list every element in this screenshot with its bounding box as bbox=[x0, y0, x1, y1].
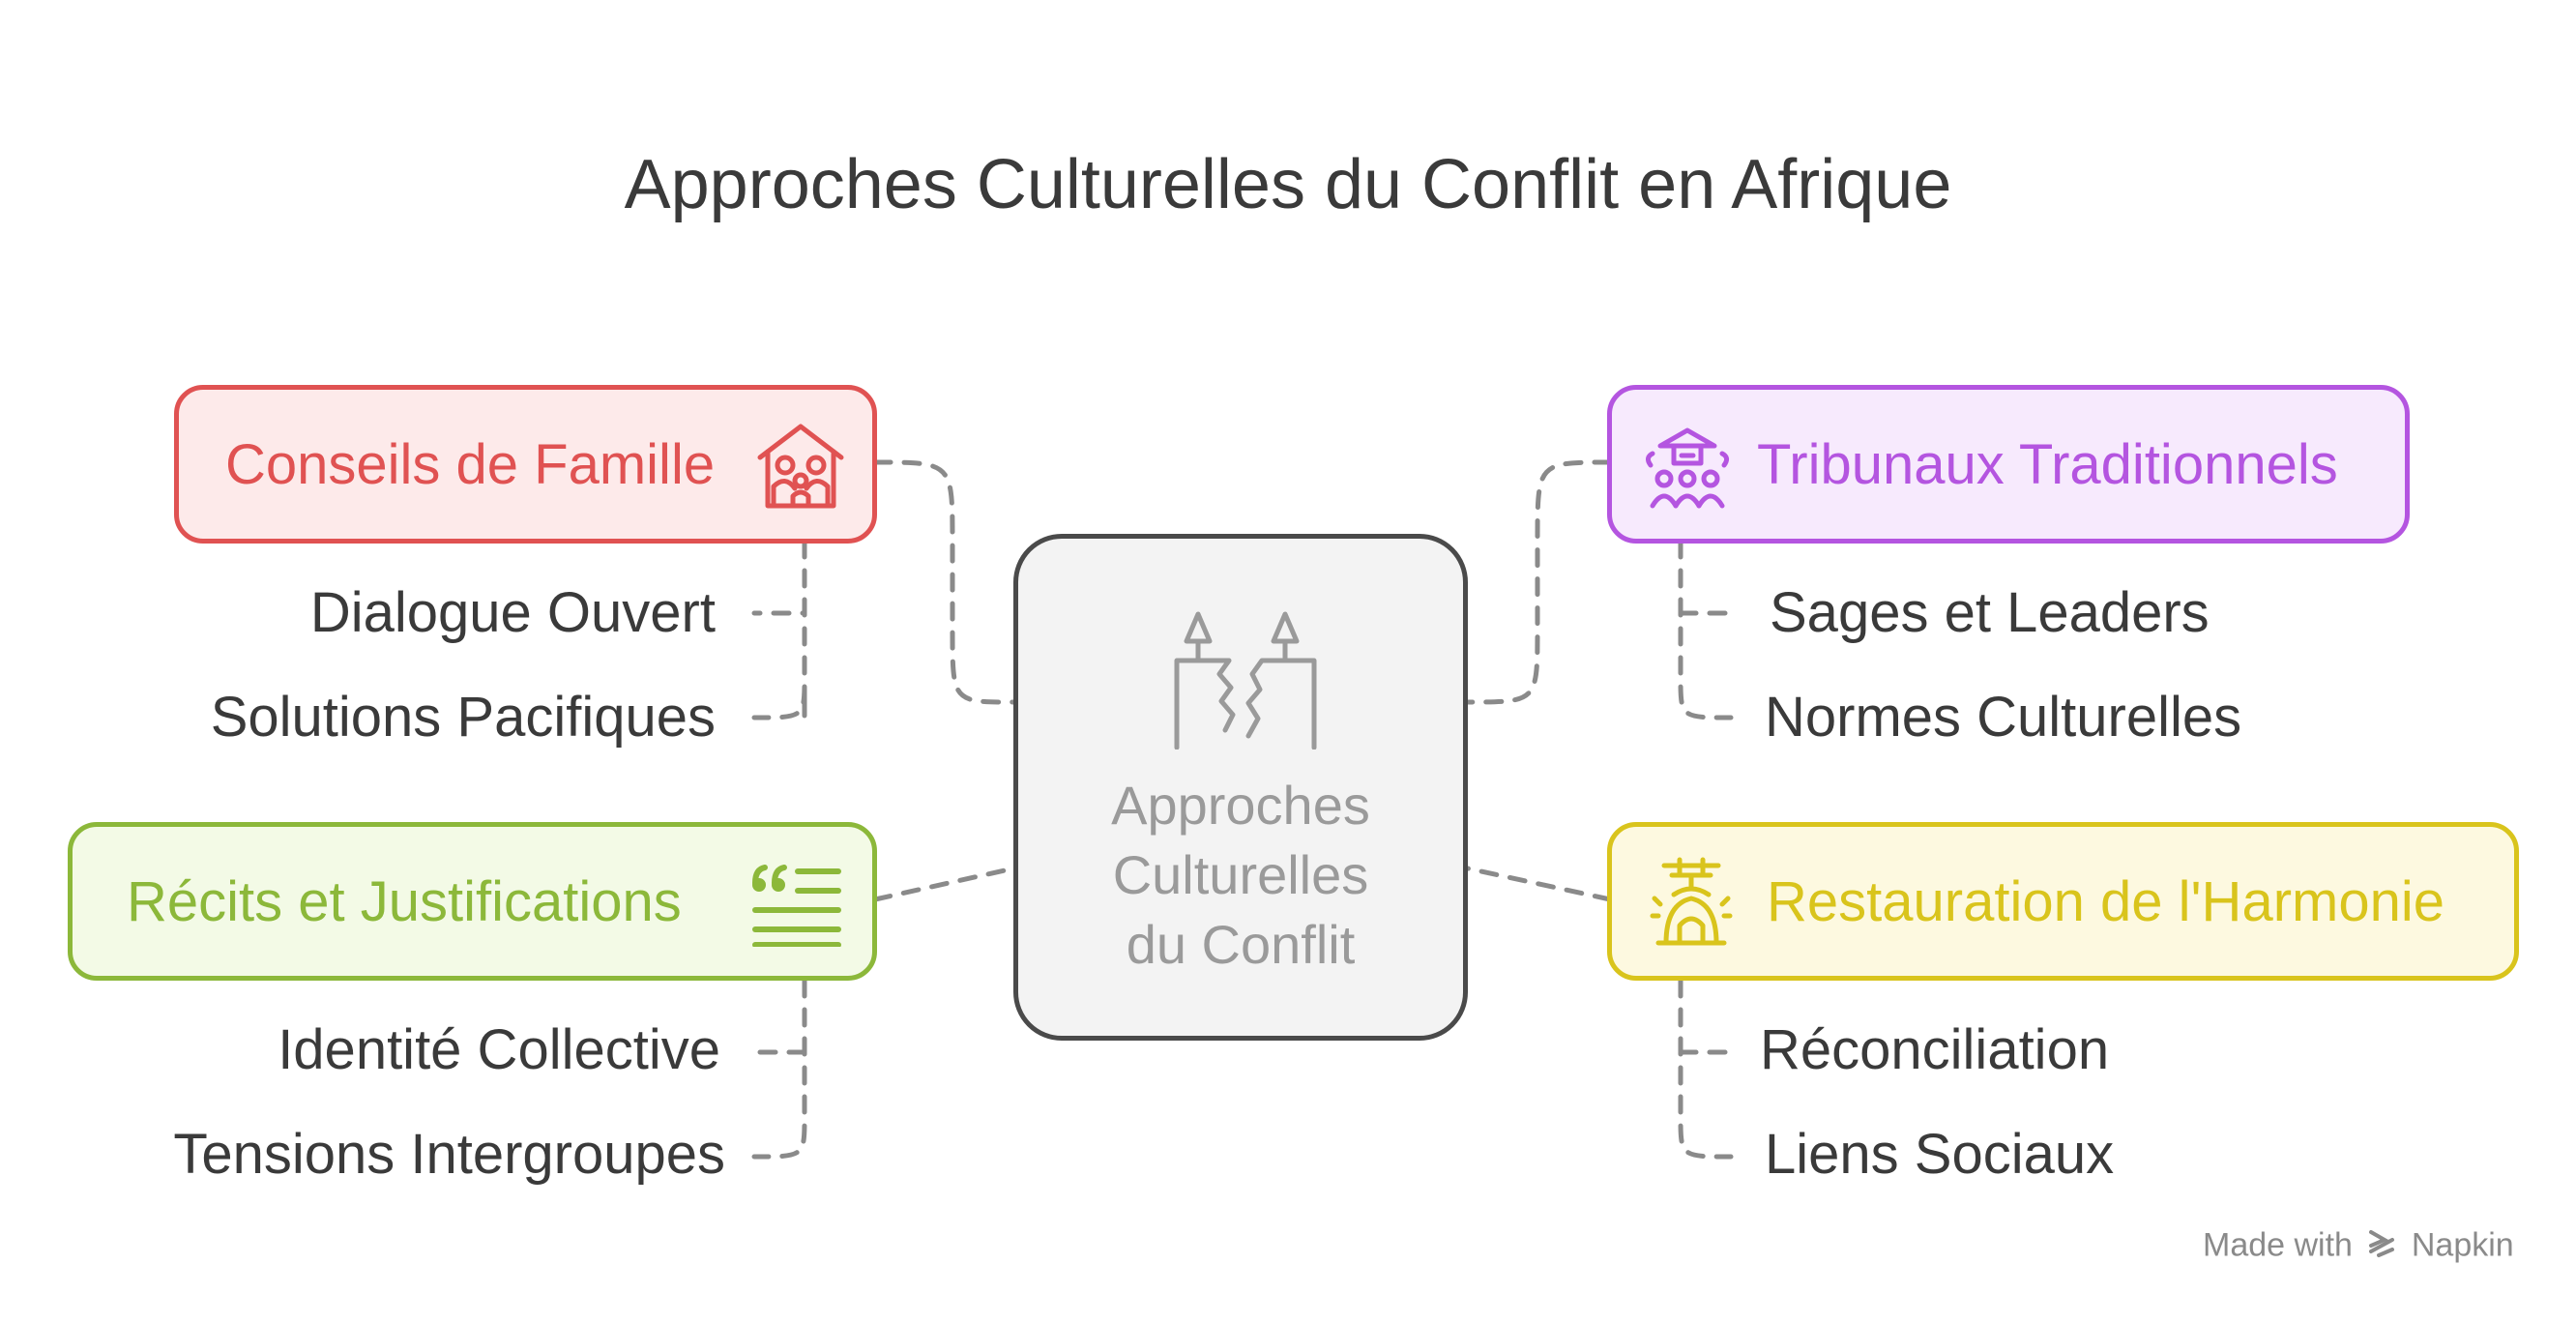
family-item-2: Solutions Pacifiques bbox=[210, 686, 716, 749]
central-topic-box: Approches Culturelles du Conflit bbox=[1013, 534, 1468, 1041]
tribunals-item-1: Sages et Leaders bbox=[1770, 581, 2210, 644]
harmony-item-1: Réconciliation bbox=[1760, 1018, 2110, 1081]
central-topic-line-1: Approches bbox=[1111, 775, 1370, 836]
connector-family bbox=[872, 459, 1016, 705]
broken-bridge-icon bbox=[1173, 606, 1318, 754]
tribunals-item-2: Normes Culturelles bbox=[1765, 686, 2242, 749]
family-item-1: Dialogue Ouvert bbox=[309, 581, 716, 644]
branch-family-box: Conseils de Famille bbox=[174, 385, 877, 544]
branch-narratives-label: Récits et Justifications bbox=[127, 869, 682, 933]
central-topic-line-3: du Conflit bbox=[1126, 914, 1356, 975]
quote-text-icon bbox=[749, 862, 842, 952]
connector-narratives bbox=[872, 866, 1016, 902]
elder-council-icon bbox=[1641, 419, 1734, 516]
napkin-brand[interactable]: Made with Napkin bbox=[2203, 1226, 2514, 1268]
branch-family-label: Conseils de Famille bbox=[225, 432, 716, 496]
napkin-logo-icon bbox=[2365, 1226, 2398, 1268]
connector-tribunals-items bbox=[1678, 539, 1734, 720]
connector-tribunals bbox=[1465, 459, 1613, 705]
narratives-item-1: Identité Collective bbox=[278, 1018, 720, 1081]
diagram-title: Approches Culturelles du Conflit en Afri… bbox=[624, 146, 1952, 223]
connector-narratives-items bbox=[751, 978, 807, 1160]
connector-harmony-items bbox=[1678, 978, 1734, 1160]
brand-made-with: Made with bbox=[2203, 1226, 2353, 1264]
brand-name: Napkin bbox=[2411, 1226, 2514, 1264]
branch-tribunals-box: Tribunaux Traditionnels bbox=[1607, 385, 2410, 544]
connector-family-items bbox=[751, 539, 807, 720]
branch-harmony-label: Restauration de l'Harmonie bbox=[1767, 869, 2444, 933]
branch-tribunals-label: Tribunaux Traditionnels bbox=[1757, 432, 2338, 496]
branch-narratives-box: Récits et Justifications bbox=[68, 822, 877, 981]
central-topic-label: Approches Culturelles du Conflit bbox=[1018, 771, 1463, 980]
harmony-item-2: Liens Sociaux bbox=[1765, 1123, 2115, 1186]
central-topic-line-2: Culturelles bbox=[1112, 844, 1369, 905]
shrine-icon bbox=[1645, 856, 1738, 954]
family-house-icon bbox=[754, 419, 847, 516]
branch-harmony-box: Restauration de l'Harmonie bbox=[1607, 822, 2519, 981]
narratives-item-2: Tensions Intergroupes bbox=[173, 1123, 725, 1186]
connector-harmony bbox=[1465, 866, 1613, 902]
